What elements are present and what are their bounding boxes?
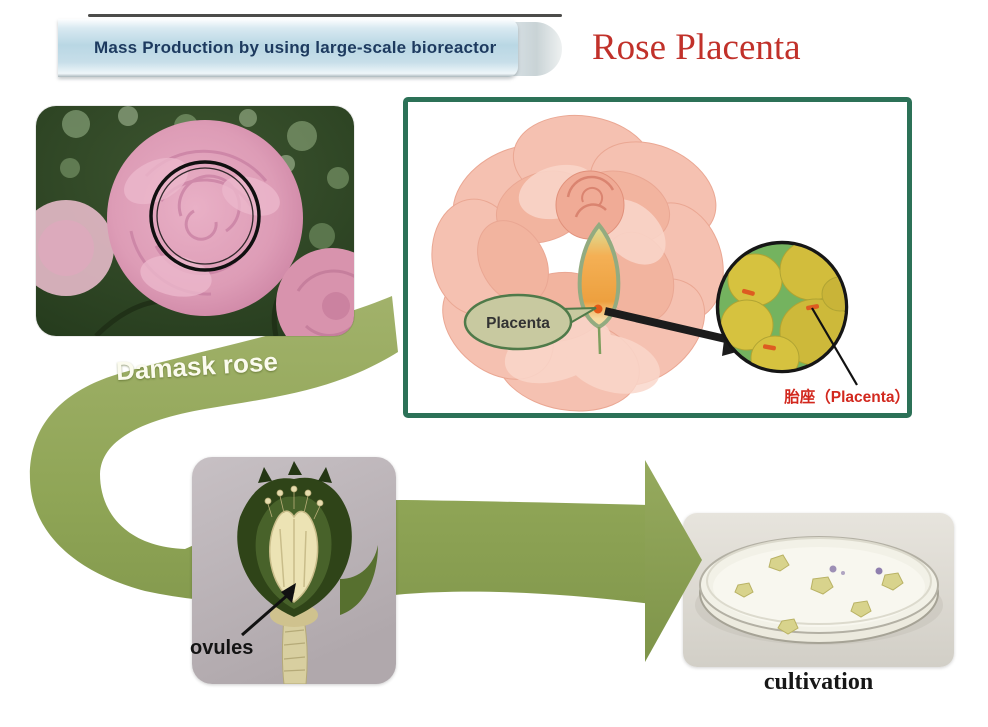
ovules-illustration	[192, 457, 396, 684]
side-rose-left-center	[38, 220, 94, 276]
magnified-placenta-view	[715, 240, 858, 386]
placenta-caption-jp: 胎座（Placenta）	[784, 387, 907, 406]
side-rose-bottom-right	[276, 248, 354, 336]
cultivation-photo	[683, 513, 954, 667]
banner-top-edge	[88, 14, 562, 17]
ovules-photo	[192, 457, 396, 684]
ribbon-path	[29, 296, 652, 604]
placenta-bubble: Placenta	[463, 293, 597, 351]
flower-cross-section	[237, 461, 378, 684]
callus-pieces	[734, 554, 904, 635]
rose-placenta-diagram: Placenta	[431, 114, 910, 412]
annotation-circle	[149, 160, 261, 272]
damask-rose-photo	[36, 106, 354, 336]
cultivation-caption: cultivation	[763, 669, 874, 695]
banner: Mass Production by using large-scale bio…	[58, 19, 518, 77]
rose-bud-center	[555, 170, 625, 240]
placenta-marks	[742, 288, 820, 351]
rose-placenta-diagram-box: Placenta	[403, 97, 912, 418]
purple-specks	[829, 565, 883, 575]
damask-rose-illustration	[36, 106, 354, 336]
main-rose	[107, 120, 303, 316]
petri-dish-illustration	[683, 513, 954, 667]
banner-label: Mass Production by using large-scale bio…	[94, 38, 497, 57]
placenta-bubble-label: Placenta	[486, 315, 550, 332]
ovary-shape	[577, 221, 621, 355]
magnifier-callout-line	[811, 307, 858, 386]
page-title: Rose Placenta	[592, 27, 801, 68]
stamens	[264, 485, 324, 520]
rose-illustration	[431, 114, 724, 412]
ovules-label: ovules	[190, 637, 254, 659]
placenta-dot	[593, 304, 603, 314]
ovules-arrow	[241, 583, 296, 637]
